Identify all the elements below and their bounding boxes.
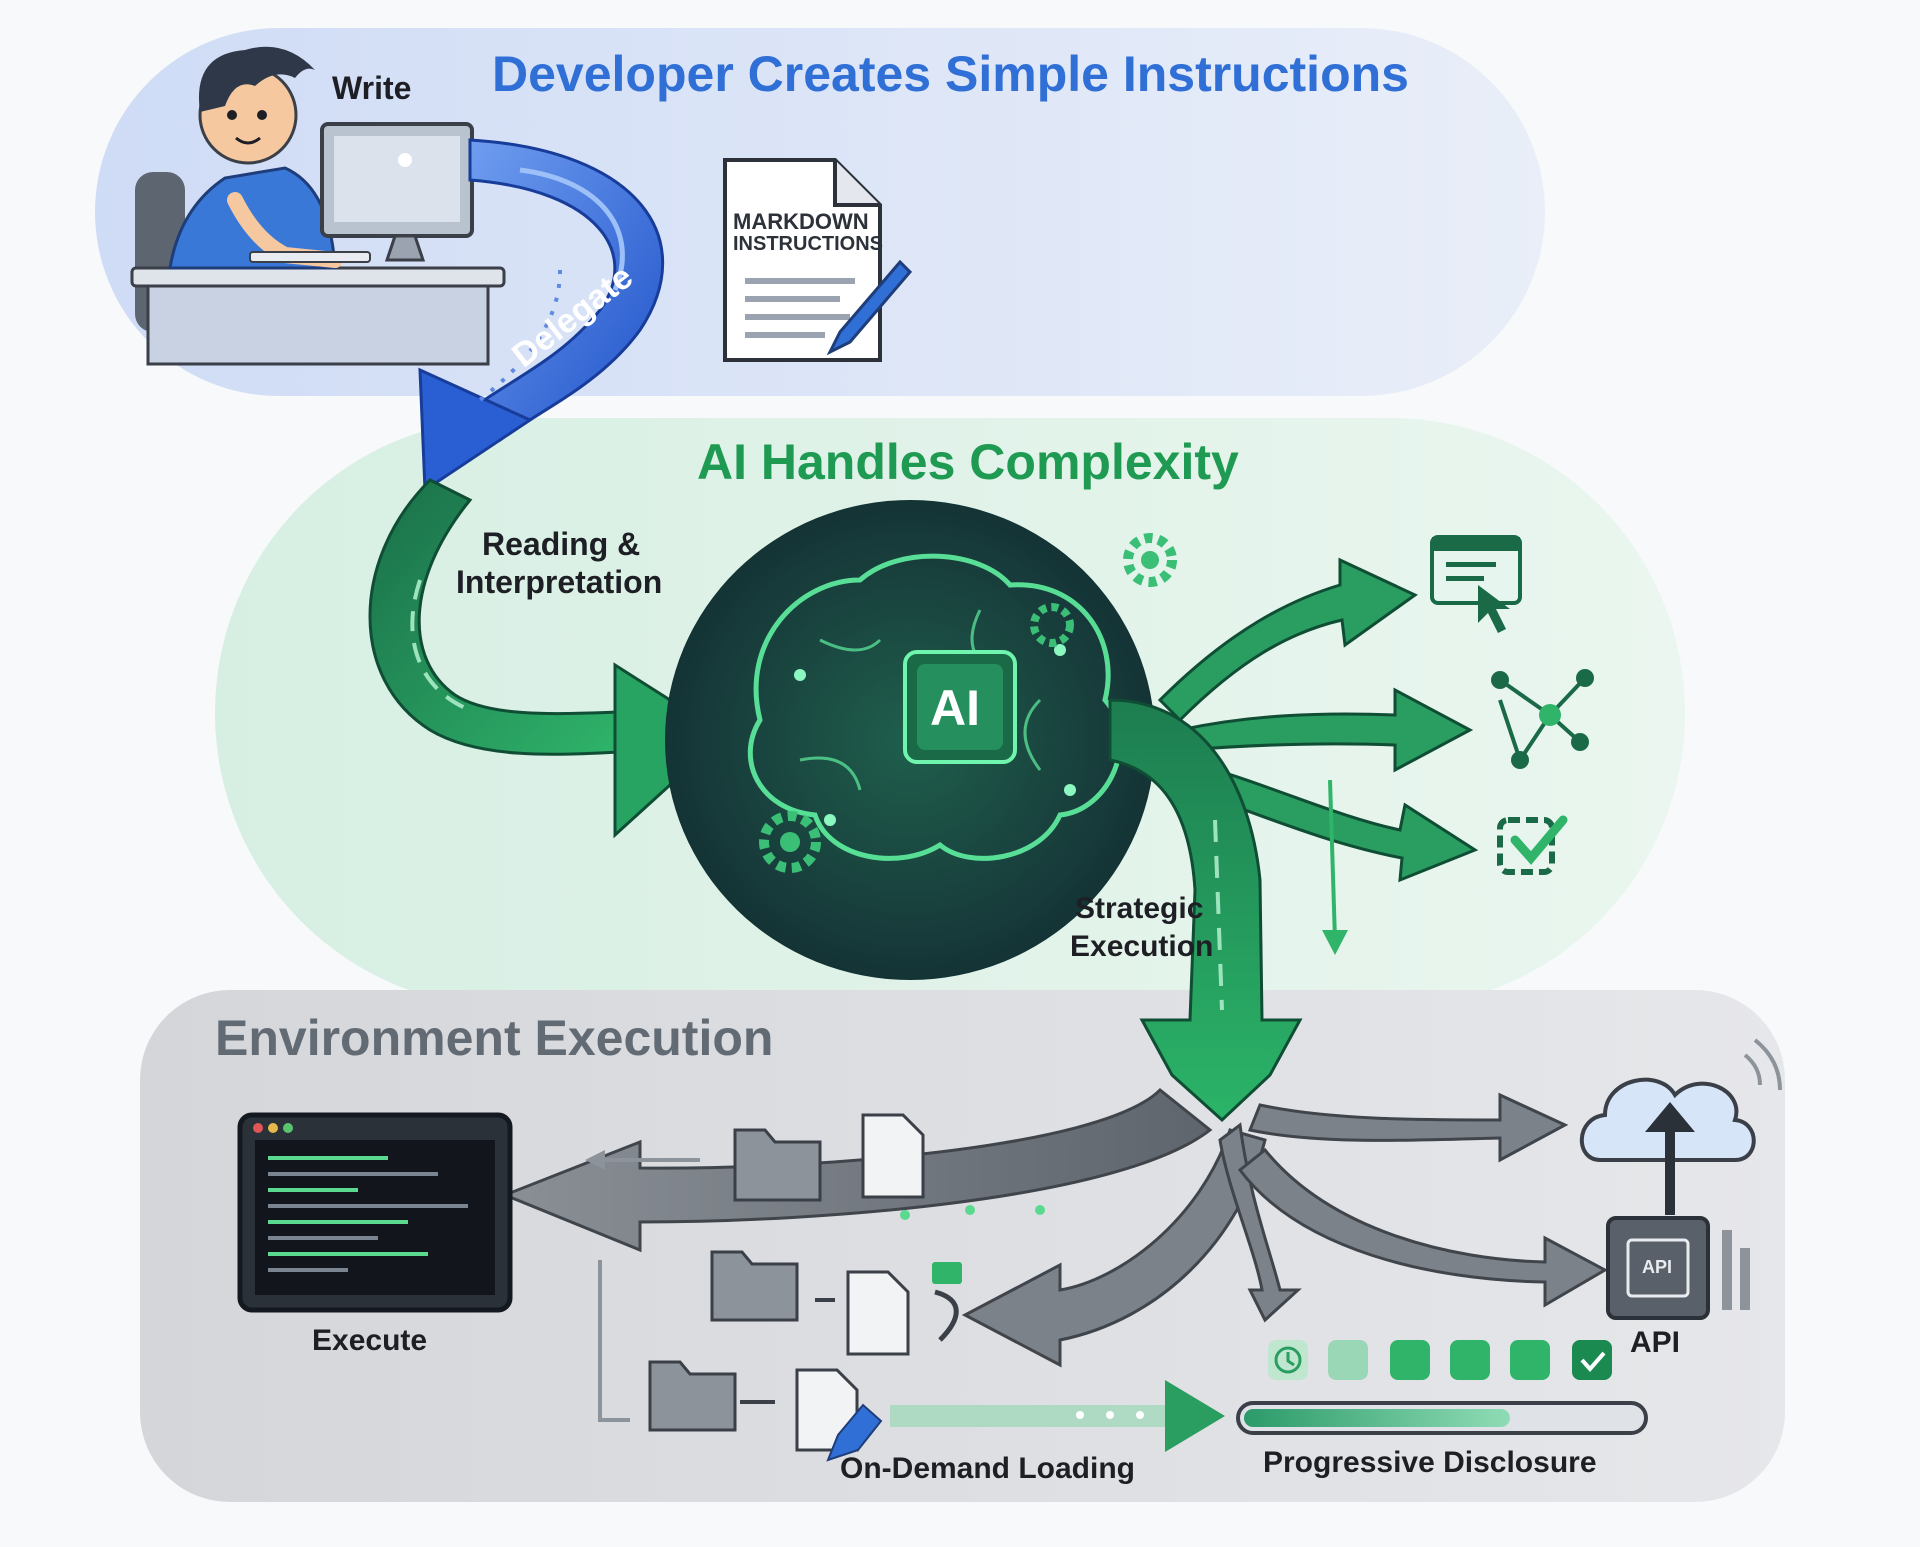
developer-avatar-icon <box>130 46 506 366</box>
terminal-window-icon <box>237 1112 513 1313</box>
api-label: API <box>1630 1326 1681 1359</box>
pen-icon <box>826 1403 883 1462</box>
strategic-execution-arrow <box>1108 698 1303 1123</box>
api-box-icon <box>1606 1216 1750 1320</box>
small-flow-arrows <box>585 1150 959 1422</box>
ai-panel-title: AI Handles Complexity <box>697 434 1239 490</box>
reading-label-line2: Interpretation <box>456 564 663 600</box>
environment-branch-arrows <box>500 1087 1609 1368</box>
write-label: Write <box>332 70 412 106</box>
cursor-icon <box>1478 585 1510 633</box>
computer-monitor-icon <box>249 122 474 263</box>
network-nodes-icon <box>1491 669 1594 769</box>
cloud-upload-icon <box>1579 1038 1782 1215</box>
ai-chip-label: AI <box>930 680 980 736</box>
environment-panel-title: Environment Execution <box>215 1010 774 1066</box>
strategic-label-line2: Execution <box>1070 930 1214 963</box>
document-title-line2: INSTRUCTIONS <box>733 233 883 255</box>
checkmark-icon <box>1572 1340 1612 1380</box>
ai-chip <box>903 650 1017 764</box>
gear-icon <box>759 533 1177 873</box>
file-icon <box>795 1113 962 1452</box>
progressive-disclosure-label: Progressive Disclosure <box>1263 1446 1597 1479</box>
api-box-text: API <box>1642 1257 1673 1277</box>
execute-label: Execute <box>312 1324 428 1357</box>
document-title-line1: MARKDOWN <box>733 209 869 234</box>
on-demand-loading-arrow <box>890 1380 1225 1452</box>
clock-icon <box>1268 1340 1308 1380</box>
on-demand-loading-label: On-Demand Loading <box>840 1452 1135 1485</box>
reading-label-line1: Reading & <box>482 526 641 562</box>
browser-window-icon <box>1430 535 1522 605</box>
pen-icon <box>826 259 913 356</box>
decorative-dots <box>900 1205 1144 1419</box>
document-icon <box>723 158 882 362</box>
progress-steps <box>1236 1340 1648 1435</box>
ai-output-arrows <box>1157 557 1479 955</box>
developer-panel-title: Developer Creates Simple Instructions <box>492 46 1409 102</box>
folder-icon <box>648 1128 822 1432</box>
checkbox-icon <box>1497 815 1568 875</box>
strategic-label-line1: Strategic <box>1075 892 1204 925</box>
delegate-arrow <box>418 138 665 493</box>
